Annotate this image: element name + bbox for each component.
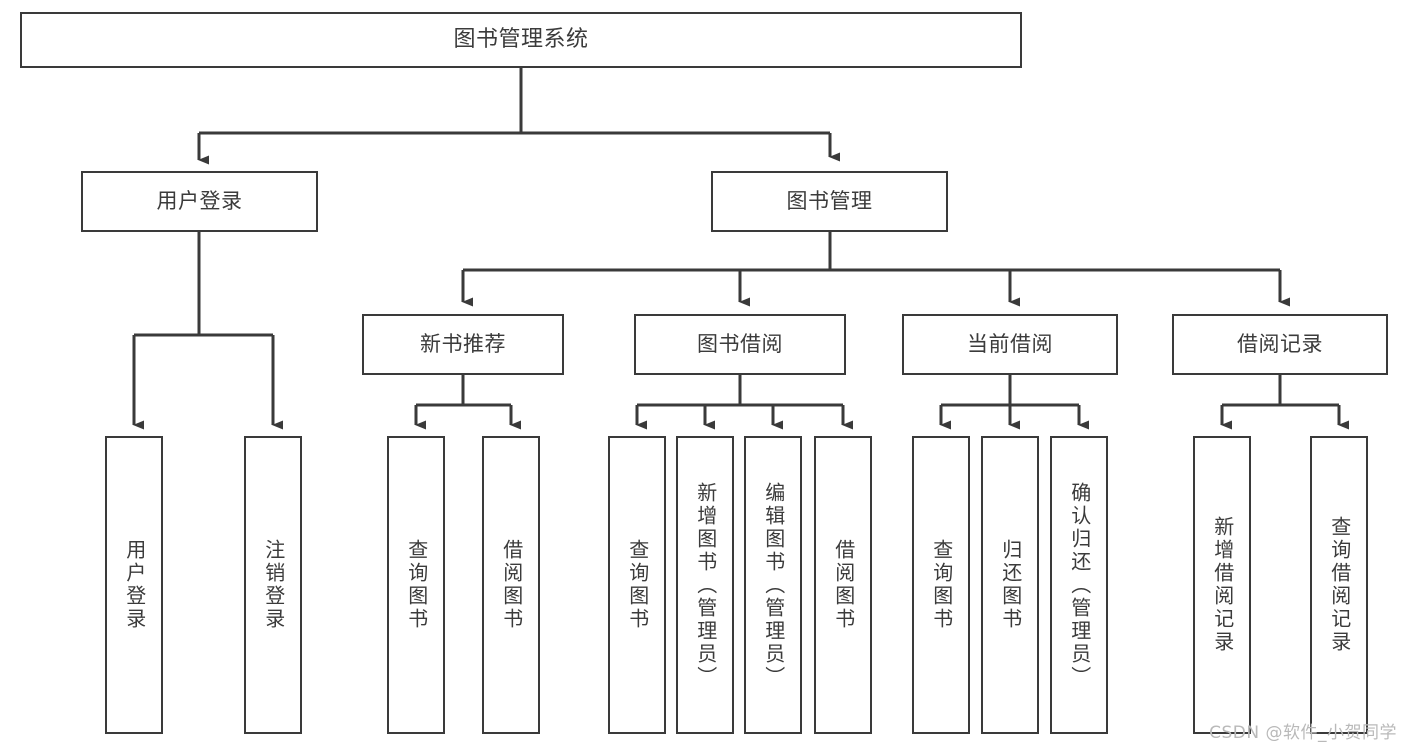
node-leaf-borrow-book-2-label: 借阅图书 [831, 539, 856, 631]
node-leaf-query-book-2[interactable]: 查询图书 [608, 436, 666, 734]
node-leaf-add-record[interactable]: 新增借阅记录 [1193, 436, 1251, 734]
node-leaf-edit-book[interactable]: 编辑图书（管理员） [744, 436, 802, 734]
node-leaf-query-book-1[interactable]: 查询图书 [387, 436, 445, 734]
node-borrow-record[interactable]: 借阅记录 [1172, 314, 1388, 375]
node-root-label: 图书管理系统 [453, 27, 589, 53]
node-leaf-return-book[interactable]: 归还图书 [981, 436, 1039, 734]
node-leaf-user-login-label: 用户登录 [122, 539, 147, 631]
node-leaf-logout-login-label: 注销登录 [261, 539, 286, 631]
node-leaf-edit-book-label: 编辑图书（管理员） [761, 481, 786, 689]
csdn-watermark: CSDN @软件_小贺同学 [1209, 723, 1397, 743]
node-new-book-recommend-label: 新书推荐 [420, 332, 506, 357]
node-leaf-borrow-book-1[interactable]: 借阅图书 [482, 436, 540, 734]
node-leaf-add-book-label: 新增图书（管理员） [693, 481, 718, 689]
node-book-manage-label: 图书管理 [786, 189, 873, 214]
node-leaf-query-book-3[interactable]: 查询图书 [912, 436, 970, 734]
node-user-login-label: 用户登录 [156, 189, 243, 214]
node-leaf-borrow-book-1-label: 借阅图书 [499, 539, 524, 631]
node-current-borrow[interactable]: 当前借阅 [902, 314, 1118, 375]
node-leaf-confirm-return[interactable]: 确认归还（管理员） [1050, 436, 1108, 734]
node-book-manage[interactable]: 图书管理 [711, 171, 948, 232]
node-new-book-recommend[interactable]: 新书推荐 [362, 314, 564, 375]
node-leaf-return-book-label: 归还图书 [998, 539, 1023, 631]
node-current-borrow-label: 当前借阅 [967, 332, 1053, 357]
node-book-borrow[interactable]: 图书借阅 [634, 314, 846, 375]
node-user-login[interactable]: 用户登录 [81, 171, 318, 232]
node-leaf-query-book-2-label: 查询图书 [625, 539, 650, 631]
node-leaf-query-record[interactable]: 查询借阅记录 [1310, 436, 1368, 734]
node-leaf-borrow-book-2[interactable]: 借阅图书 [814, 436, 872, 734]
node-leaf-add-book[interactable]: 新增图书（管理员） [676, 436, 734, 734]
node-leaf-confirm-return-label: 确认归还（管理员） [1067, 481, 1092, 689]
node-leaf-add-record-label: 新增借阅记录 [1210, 516, 1235, 654]
node-borrow-record-label: 借阅记录 [1237, 332, 1323, 357]
node-leaf-query-book-3-label: 查询图书 [929, 539, 954, 631]
node-leaf-user-login[interactable]: 用户登录 [105, 436, 163, 734]
node-leaf-logout-login[interactable]: 注销登录 [244, 436, 302, 734]
node-book-borrow-label: 图书借阅 [697, 332, 783, 357]
node-leaf-query-book-1-label: 查询图书 [404, 539, 429, 631]
node-leaf-query-record-label: 查询借阅记录 [1327, 516, 1352, 654]
node-root[interactable]: 图书管理系统 [20, 12, 1022, 68]
